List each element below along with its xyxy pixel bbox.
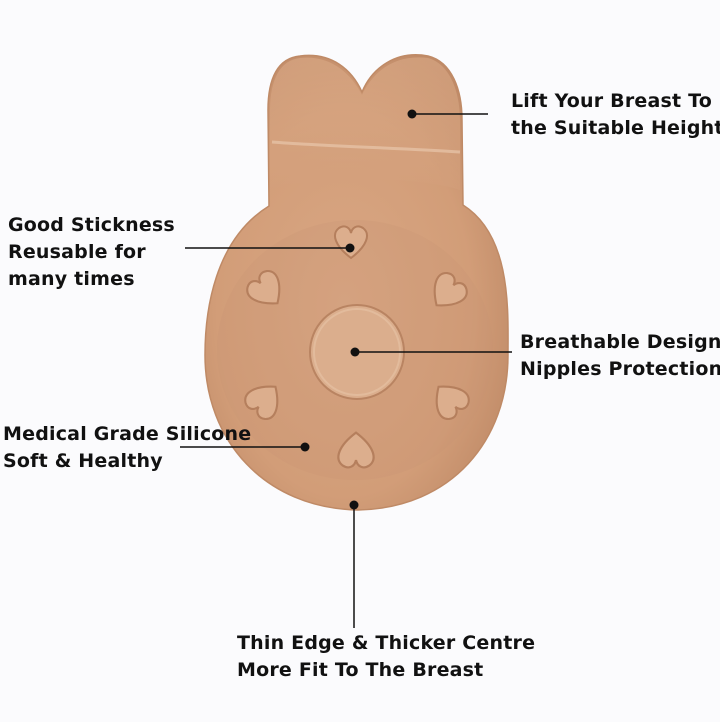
heart-icon xyxy=(435,385,470,421)
callout-silicone-line2: Soft & Healthy xyxy=(3,450,163,472)
pointer-dot-edge xyxy=(349,500,359,510)
callout-edge-line2: More Fit To The Breast xyxy=(237,659,484,681)
callout-lift-line2: the Suitable Height xyxy=(511,117,720,139)
callout-breathable-design: Breathable Design Nipples Protection xyxy=(520,329,720,383)
callout-lift-line1: Lift Your Breast To xyxy=(511,90,713,112)
pointer-dot-stickness xyxy=(345,243,355,253)
pad-seam-line xyxy=(271,140,461,154)
pointer-dot-lift xyxy=(407,109,417,119)
heart-icon xyxy=(244,385,279,421)
heart-icon xyxy=(334,225,368,260)
callout-medical-silicone: Medical Grade Silicone Soft & Healthy xyxy=(3,421,251,475)
callout-good-stickness: Good Stickness Reusable for many times xyxy=(8,212,175,293)
callout-stickness-line3: many times xyxy=(8,268,135,290)
heart-icon xyxy=(246,269,281,305)
heart-icon xyxy=(337,431,375,469)
callout-breathable-line1: Breathable Design xyxy=(520,331,720,353)
callout-silicone-line1: Medical Grade Silicone xyxy=(3,423,252,445)
callout-breathable-line2: Nipples Protection xyxy=(520,358,720,380)
silicone-pad-top-section xyxy=(270,57,460,190)
callout-stickness-line2: Reusable for xyxy=(8,241,146,263)
pointer-dot-silicone xyxy=(300,442,310,452)
callout-thin-edge: Thin Edge & Thicker Centre More Fit To T… xyxy=(237,630,535,684)
heart-icon xyxy=(433,271,468,307)
callout-stickness-line1: Good Stickness xyxy=(8,214,175,236)
heart-motifs xyxy=(244,225,470,469)
callout-lift-height: Lift Your Breast To the Suitable Height xyxy=(511,88,720,142)
pointer-dot-breathable xyxy=(350,347,360,357)
callout-edge-line1: Thin Edge & Thicker Centre xyxy=(237,632,536,654)
callout-pointers xyxy=(180,109,512,628)
